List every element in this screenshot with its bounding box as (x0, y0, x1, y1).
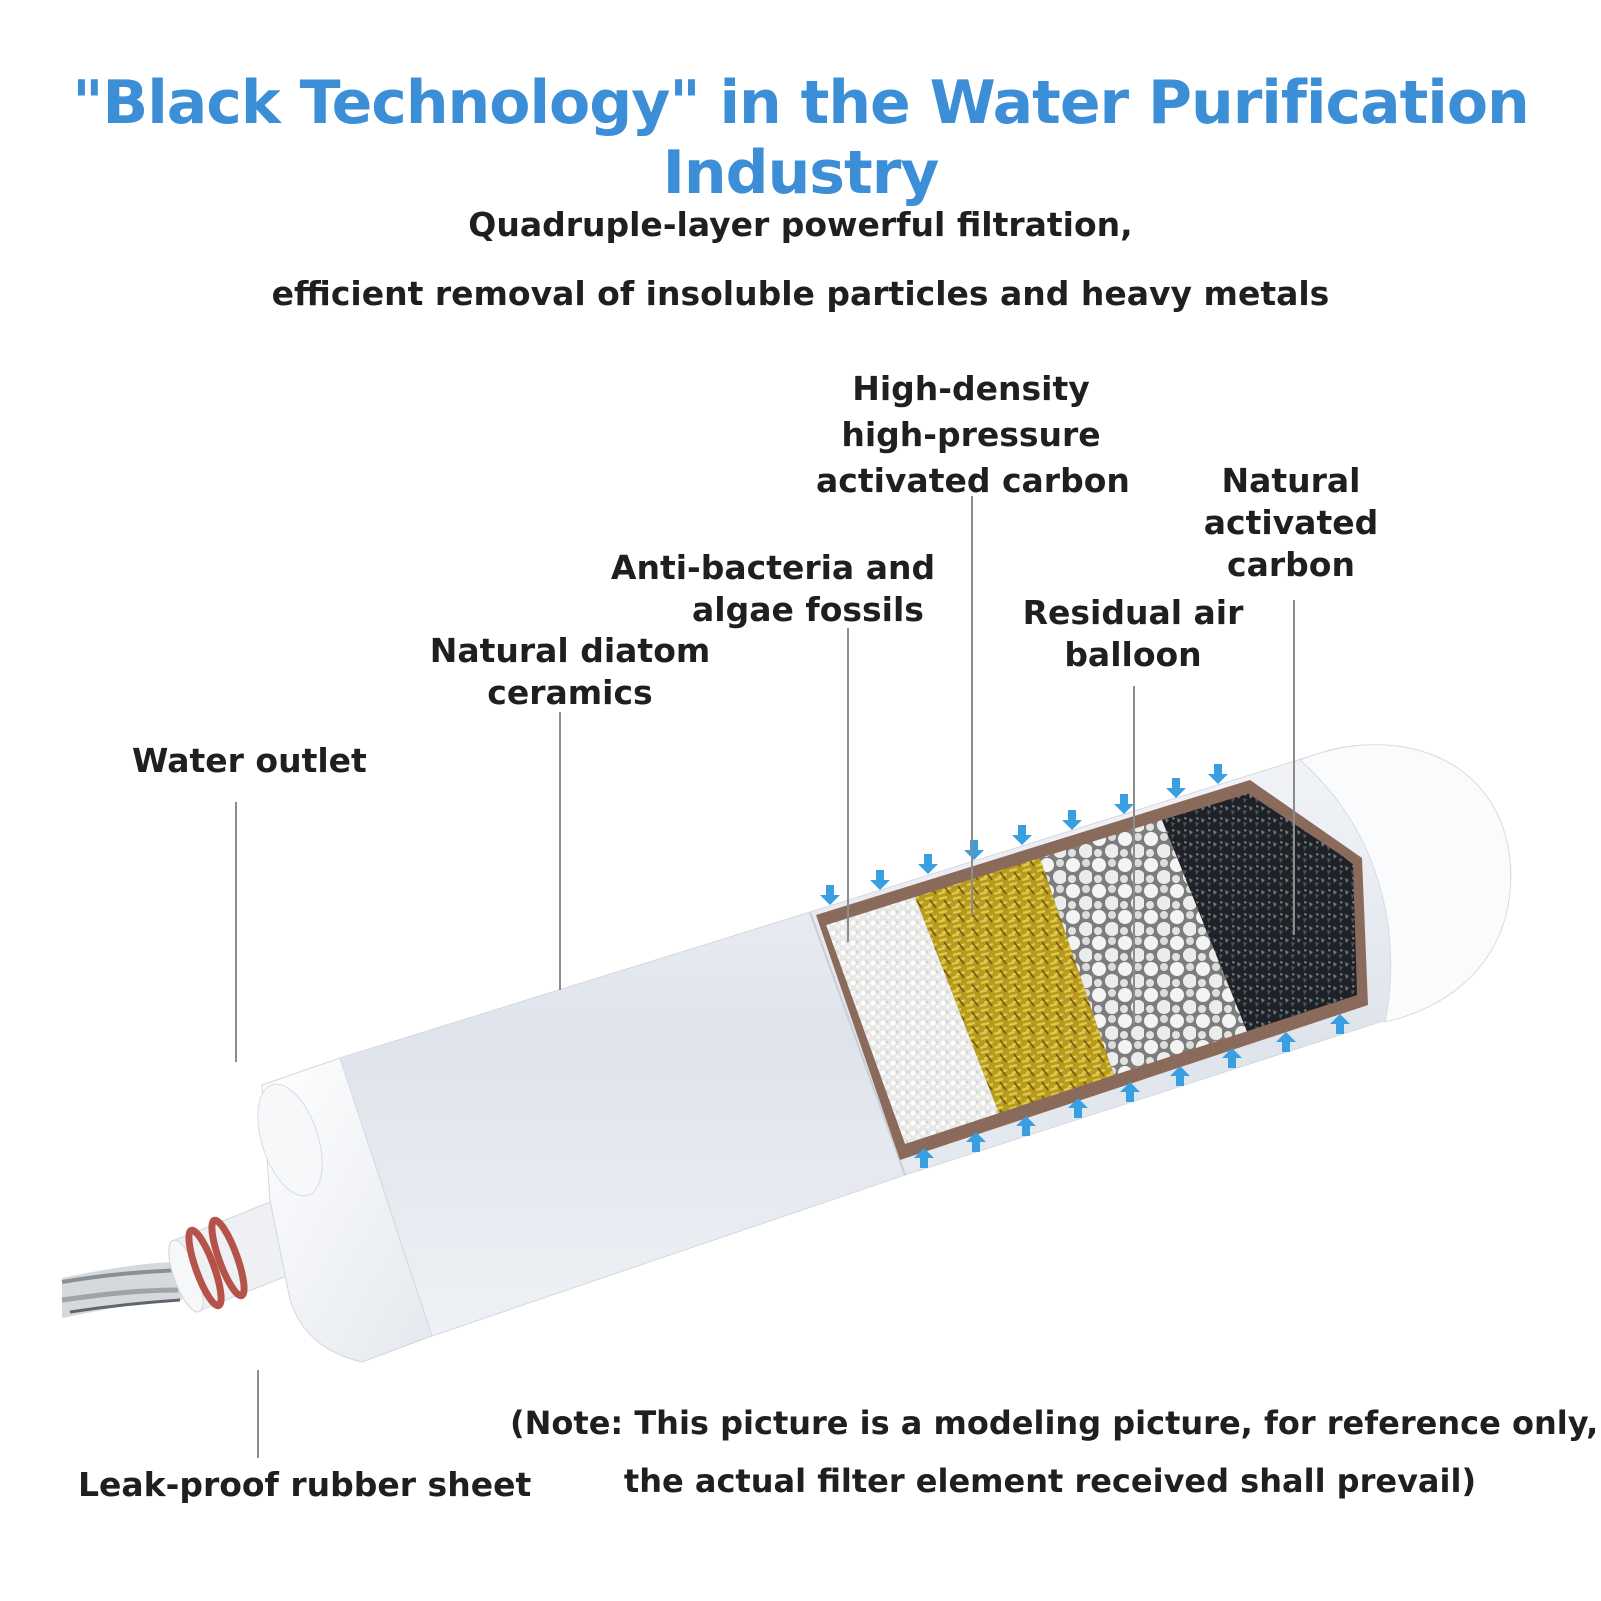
subtitle-line-1: Quadruple-layer powerful filtration, (468, 205, 1133, 244)
layer-air-balloon-balls (1040, 820, 1248, 1078)
layer-high-density-carbon (915, 858, 1115, 1116)
label-high-density-carbon: High-density high-pressure activated car… (816, 366, 1130, 504)
label-rubber-sheet: Leak-proof rubber sheet (78, 1465, 532, 1504)
leader-lines (235, 496, 1295, 1458)
label-natural-carbon-line-2: activated (1203, 503, 1379, 542)
label-air-balloon: Residual air balloon (1018, 592, 1248, 676)
label-diatom-line-1: Natural diatom (429, 631, 711, 670)
flow-arrows-bottom (914, 1014, 1350, 1168)
layer-diatom-ceramics (826, 897, 1000, 1144)
label-natural-carbon: Natural activated carbon (1196, 460, 1386, 586)
label-hd-carbon-line-2: high-pressure (841, 415, 1101, 454)
label-air-balloon-line-1: Residual air (1022, 593, 1244, 632)
subtitle-line-2: efficient removal of insoluble particles… (271, 274, 1330, 313)
leak-proof-rubber-rings (185, 1216, 248, 1310)
label-natural-carbon-line-1: Natural (1221, 461, 1361, 500)
label-anti-bacteria: Anti-bacteria and algae fossils (608, 547, 938, 631)
label-hd-carbon-line-3: activated carbon (816, 461, 1130, 500)
label-diatom-line-2: ceramics (487, 673, 653, 712)
flow-arrows-top (820, 764, 1228, 905)
label-anti-bacteria-line-2: algae fossils (692, 590, 924, 629)
note-line-2: the actual filter element received shall… (623, 1462, 1477, 1500)
label-natural-carbon-line-3: carbon (1227, 545, 1355, 584)
label-hd-carbon-line-1: High-density (852, 369, 1090, 408)
note-line-1: (Note: This picture is a modeling pictur… (510, 1404, 1599, 1442)
water-stream (61, 1262, 182, 1318)
label-diatom-ceramics: Natural diatom ceramics (420, 630, 720, 714)
label-water-outlet: Water outlet (132, 741, 367, 780)
page-title: "Black Technology" in the Water Purifica… (72, 68, 1530, 208)
label-anti-bacteria-line-1: Anti-bacteria and (610, 548, 936, 587)
dome-end-cap (1299, 744, 1512, 1023)
label-air-balloon-line-2: balloon (1064, 635, 1202, 674)
layer-natural-carbon (1162, 792, 1357, 1034)
